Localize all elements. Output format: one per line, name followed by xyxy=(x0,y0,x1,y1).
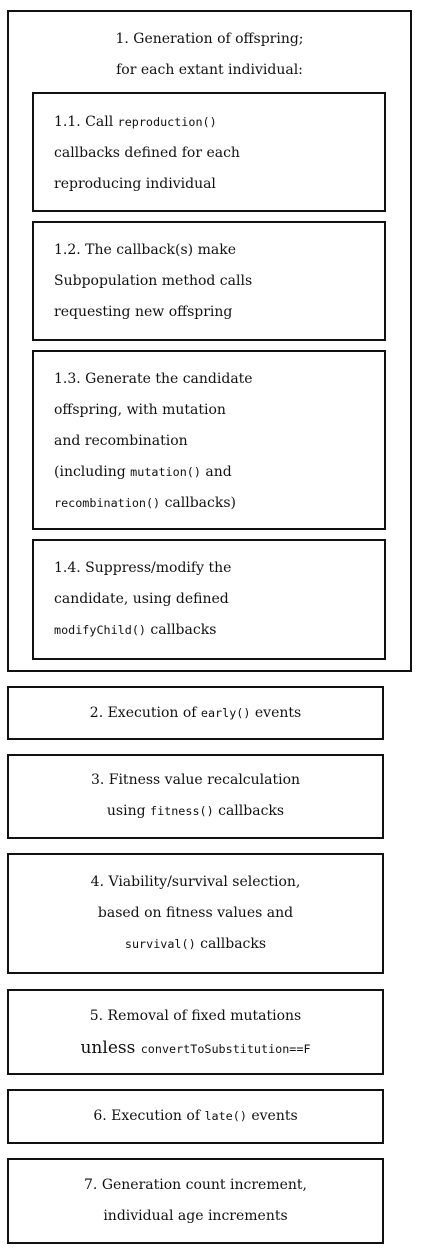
step-5-box: 5. Removal of fixed mutations unless con… xyxy=(7,989,384,1075)
step-1-4-box: 1.4. Suppress/modify the candidate, usin… xyxy=(32,539,386,660)
step-3-line2-post: callbacks xyxy=(213,803,285,819)
step-6-box: 6. Execution of late() events xyxy=(7,1089,384,1144)
step-7-box: 7. Generation count increment, individua… xyxy=(7,1158,384,1244)
step-1-4-line2: candidate, using defined xyxy=(54,591,229,607)
reproduction-callback-code: reproduction() xyxy=(117,115,217,129)
fitness-callback-code: fitness() xyxy=(150,804,214,818)
step-1-2-line2: Subpopulation method calls xyxy=(54,273,253,289)
step-6-line: 6. Execution of late() events xyxy=(9,1101,382,1132)
step-5-line2-pre: unless xyxy=(80,1038,141,1058)
step-1-3-line5-post: callbacks) xyxy=(160,495,236,511)
recombination-callback-code: recombination() xyxy=(54,496,161,510)
step-2-box: 2. Execution of early() events xyxy=(7,686,384,740)
step-4-box: 4. Viability/survival selection, based o… xyxy=(7,853,384,974)
early-event-code: early() xyxy=(200,706,251,720)
step-1-4-line1: 1.4. Suppress/modify the xyxy=(54,560,232,576)
modifychild-callback-code: modifyChild() xyxy=(54,623,146,637)
step-1-3-line2: offspring, with mutation xyxy=(54,402,226,418)
step-1-3-line4-post: and xyxy=(200,464,232,480)
step-3-line1: 3. Fitness value recalculation xyxy=(90,772,301,788)
step-7-line2: individual age increments xyxy=(103,1208,288,1224)
step-1-1-line2: callbacks defined for each xyxy=(54,145,240,161)
step-5-line1: 5. Removal of fixed mutations xyxy=(89,1008,302,1024)
convert-to-substitution-code: convertToSubstitution==F xyxy=(140,1042,311,1056)
step-1-3-line1: 1.3. Generate the candidate xyxy=(54,371,253,387)
step-4-line3: survival() callbacks xyxy=(9,929,382,960)
step-7-line1: 7. Generation count increment, xyxy=(84,1177,307,1193)
step-4-line3-post: callbacks xyxy=(195,936,267,952)
step-1-1-line3: reproducing individual xyxy=(54,176,216,192)
step-2-line: 2. Execution of early() events xyxy=(9,698,382,729)
step-4-line2: based on fitness values and xyxy=(97,905,294,921)
step-3-line2-pre: using xyxy=(106,803,150,819)
step-1-2-line3: requesting new offspring xyxy=(54,304,233,320)
step-1-4-line3-post: callbacks xyxy=(145,622,217,638)
step-3-line2: using fitness() callbacks xyxy=(9,796,382,827)
step-6-pre: 6. Execution of xyxy=(93,1108,205,1124)
step-1-1-line1-text: 1.1. Call xyxy=(54,114,118,130)
survival-callback-code: survival() xyxy=(124,937,196,951)
step-1-4-line3: modifyChild() callbacks xyxy=(34,615,384,646)
late-event-code: late() xyxy=(204,1109,247,1123)
mutation-callback-code: mutation() xyxy=(130,465,201,479)
step-1-1-box: 1.1. Call reproduction() callbacks defin… xyxy=(32,92,386,212)
step-1-header-line1: 1. Generation of offspring; xyxy=(115,31,304,47)
step-2-post: events xyxy=(250,705,302,721)
step-1-3-line4: (including mutation() and xyxy=(34,457,384,488)
step-1-3-line3: and recombination xyxy=(54,433,188,449)
step-1-3-line5: recombination() callbacks) xyxy=(34,488,384,519)
step-4-line1: 4. Viability/survival selection, xyxy=(90,874,301,890)
step-2-pre: 2. Execution of xyxy=(89,705,201,721)
step-1-header-line2: for each extant individual: xyxy=(116,62,303,78)
step-3-box: 3. Fitness value recalculation using fit… xyxy=(7,754,384,839)
step-1-2-line1: 1.2. The callback(s) make xyxy=(54,242,236,258)
step-5-line2: unless convertToSubstitution==F xyxy=(9,1033,382,1065)
step-1-3-box: 1.3. Generate the candidate offspring, w… xyxy=(32,350,386,530)
step-6-post: events xyxy=(246,1108,298,1124)
step-1-2-box: 1.2. The callback(s) make Subpopulation … xyxy=(32,221,386,341)
step-1-1-line1: 1.1. Call reproduction() xyxy=(34,107,384,138)
step-1-3-line4-pre: (including xyxy=(54,464,131,480)
